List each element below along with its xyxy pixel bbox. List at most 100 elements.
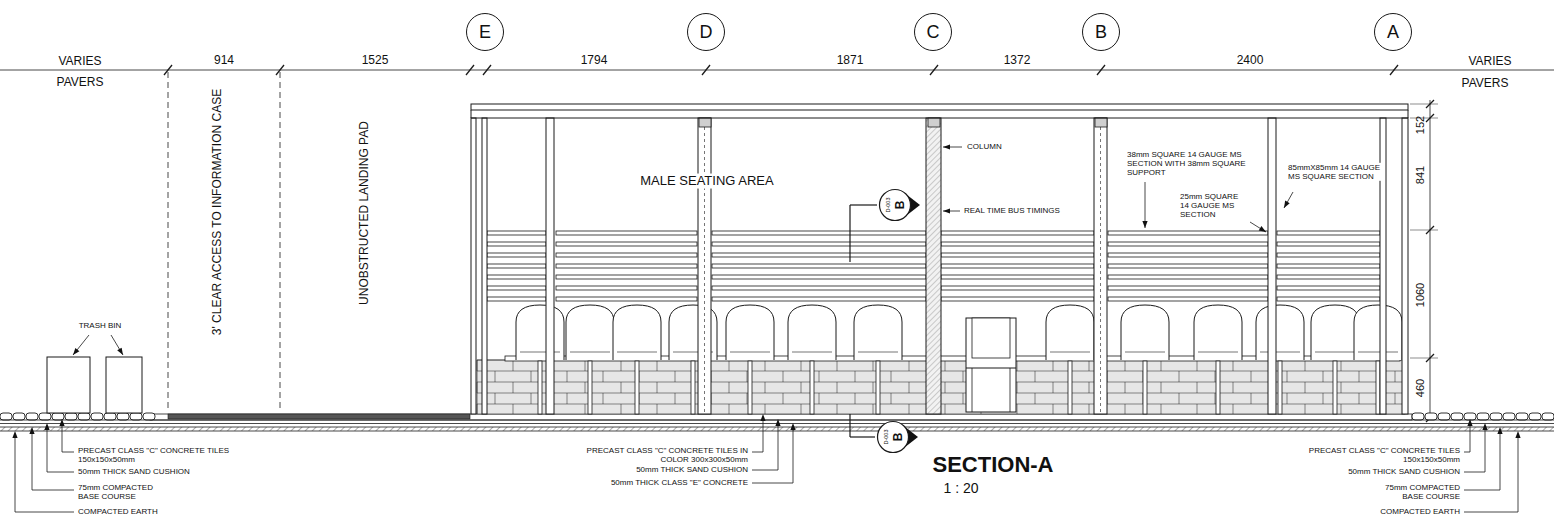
slat xyxy=(941,275,1094,279)
slat xyxy=(1277,297,1380,301)
build-up-leader-head xyxy=(59,419,64,426)
grid-letter: A xyxy=(1387,22,1399,43)
brick-joint xyxy=(1305,360,1306,371)
brick-joint xyxy=(1233,382,1234,393)
brick-joint xyxy=(945,404,946,414)
roof-plate xyxy=(471,104,1408,110)
paver-tile xyxy=(1490,413,1502,420)
brick-joint xyxy=(1197,404,1198,414)
brick-joint xyxy=(1053,382,1054,393)
brick-joint xyxy=(477,360,478,371)
base-course-hatch xyxy=(0,427,1554,431)
brick-joint xyxy=(837,360,838,371)
brick-joint xyxy=(765,382,766,393)
brick-joint xyxy=(585,382,586,393)
seat-back xyxy=(1354,305,1402,360)
dimension-line xyxy=(1430,100,1431,420)
section-title: SECTION-A xyxy=(933,452,1054,477)
section-cut-line xyxy=(850,436,875,437)
paver-tile xyxy=(91,413,103,420)
slat xyxy=(1277,253,1380,257)
seat-edge xyxy=(792,352,832,353)
brick-joint xyxy=(747,393,748,404)
slat xyxy=(1277,275,1380,279)
ground-layer xyxy=(0,420,1554,421)
paver-tile xyxy=(1542,413,1554,420)
brick-joint xyxy=(1233,360,1234,371)
paver-tile xyxy=(1503,413,1515,420)
seat-leg xyxy=(1278,361,1282,414)
dimension-text: 841 xyxy=(1414,166,1427,184)
brick-joint xyxy=(621,360,622,371)
section-cut-line xyxy=(849,414,850,437)
build-up-label: PRECAST CLASS "C" CONCRETE TILES 150x150… xyxy=(78,446,243,464)
brick-joint xyxy=(1179,393,1180,404)
brick-joint xyxy=(531,371,532,382)
build-up-leader xyxy=(752,470,778,471)
brick-joint xyxy=(603,393,604,404)
seat-leg xyxy=(810,361,814,414)
post xyxy=(1268,118,1276,414)
brick-joint xyxy=(1035,393,1036,404)
brick-joint xyxy=(657,404,658,414)
brick-joint xyxy=(603,371,604,382)
build-up-label: 75mm COMPACTED BASE COURSE xyxy=(1370,483,1460,501)
seat-back xyxy=(726,305,774,360)
slat xyxy=(1108,253,1268,257)
callout-label: 85mmX85mm 14 GAUGE MS SQUARE SECTION xyxy=(1286,163,1385,181)
trash-bin xyxy=(106,357,142,413)
brick-joint xyxy=(1053,360,1054,371)
seat-back xyxy=(1121,305,1169,360)
brick-joint xyxy=(1305,382,1306,393)
seat-leg xyxy=(876,361,880,414)
section-marker: D-003B xyxy=(878,188,922,222)
brick-joint xyxy=(1089,360,1090,371)
brick-joint xyxy=(1017,382,1018,393)
slat xyxy=(556,242,697,246)
grid-bubble: D xyxy=(687,13,725,51)
column-cap xyxy=(1095,118,1107,127)
shelter-illustration xyxy=(0,65,1554,512)
paver-tile xyxy=(1425,413,1437,420)
slat xyxy=(941,297,1094,301)
brick-joint xyxy=(1251,393,1252,404)
build-up-leader xyxy=(1500,433,1501,490)
build-up-leader-head xyxy=(1497,427,1502,434)
build-up-leader xyxy=(752,483,793,484)
paver-tile xyxy=(130,413,142,420)
brick-joint xyxy=(513,382,514,393)
section-letter: B xyxy=(892,433,906,442)
dimension-tick xyxy=(483,65,491,75)
dimension-tick xyxy=(702,65,710,75)
seat-leg xyxy=(1333,361,1337,414)
brick-joint xyxy=(495,393,496,404)
slat xyxy=(941,253,1094,257)
square-section-leader xyxy=(1284,192,1293,208)
slat xyxy=(487,275,546,279)
column-cap xyxy=(928,118,940,127)
slat xyxy=(1108,286,1268,290)
slat xyxy=(1277,264,1380,268)
ground-layer xyxy=(0,427,1554,428)
brick-joint xyxy=(675,393,676,404)
brick-joint xyxy=(1017,360,1018,371)
grid-bubble: E xyxy=(466,13,504,51)
dimension-tick xyxy=(466,65,474,75)
ground-layer xyxy=(0,431,1554,432)
section-letter: B xyxy=(894,201,908,210)
dimension-text: 460 xyxy=(1414,379,1427,397)
dimension-extension xyxy=(1410,230,1438,231)
slat xyxy=(556,264,697,268)
dimension-text: 2400 xyxy=(1237,54,1264,68)
paver-tile xyxy=(39,413,51,420)
paver-tile xyxy=(78,413,90,420)
brick-joint xyxy=(1233,404,1234,414)
brick-joint xyxy=(837,382,838,393)
brick-joint xyxy=(621,404,622,414)
brick-joint xyxy=(963,393,964,404)
brick-joint xyxy=(1089,404,1090,414)
section-circle xyxy=(880,190,911,221)
brick-joint xyxy=(837,404,838,414)
accessible-chair-seat xyxy=(966,368,1016,369)
